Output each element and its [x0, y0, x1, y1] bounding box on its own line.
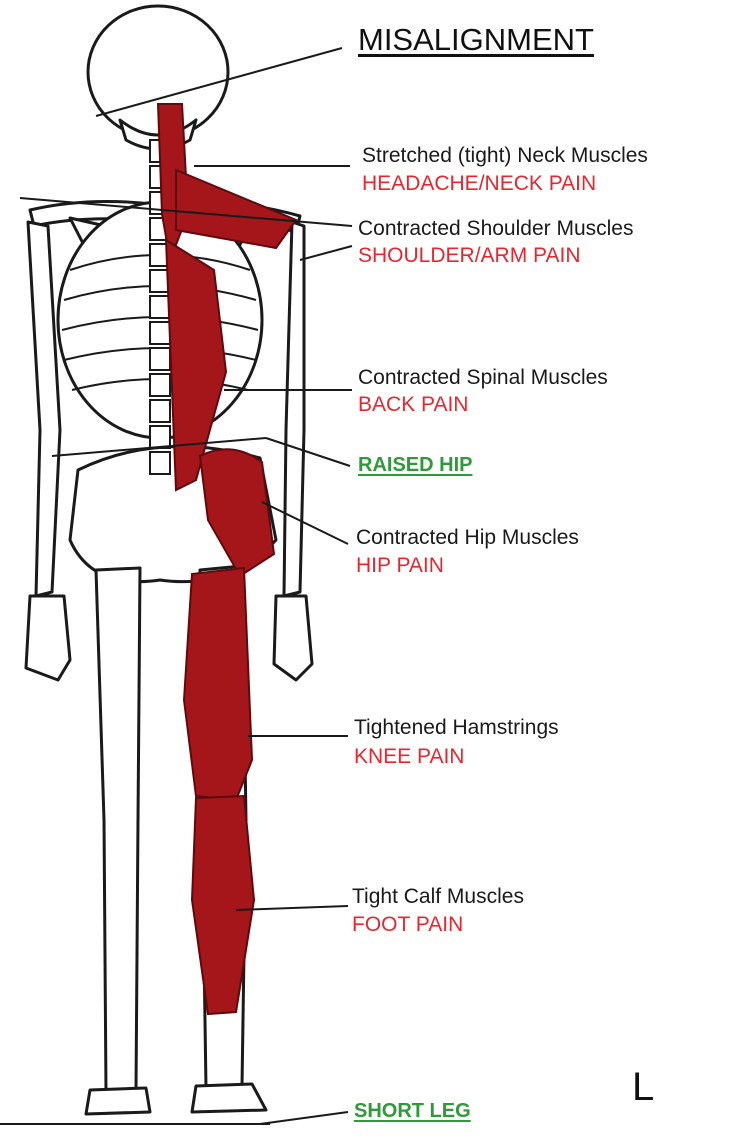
label-hip-pain: HIP PAIN — [356, 554, 444, 578]
label-calf-pain: FOOT PAIN — [352, 913, 463, 937]
arm-right — [284, 222, 304, 596]
label-shoulder-cause: Contracted Shoulder Muscles — [358, 217, 633, 241]
label-short-leg: SHORT LEG — [354, 1100, 471, 1123]
label-neck-cause: Stretched (tight) Neck Muscles — [362, 144, 648, 168]
foot-left — [86, 1088, 150, 1114]
hand-left — [26, 596, 70, 680]
label-calf-cause: Tight Calf Muscles — [352, 885, 524, 909]
label-raised-hip: RAISED HIP — [358, 454, 472, 477]
leg-left — [96, 568, 140, 1092]
hand-right — [274, 596, 312, 680]
side-mark-l: L — [632, 1064, 654, 1110]
label-hamstring-cause: Tightened Hamstrings — [354, 716, 559, 740]
diagram-title: MISALIGNMENT — [358, 22, 594, 58]
label-neck-pain: HEADACHE/NECK PAIN — [362, 172, 596, 196]
arm-left — [28, 222, 60, 596]
hamstring-muscle — [184, 568, 252, 800]
label-spinal-cause: Contracted Spinal Muscles — [358, 366, 608, 390]
label-spinal-pain: BACK PAIN — [358, 393, 468, 417]
label-hamstring-pain: KNEE PAIN — [354, 745, 464, 769]
label-hip-cause: Contracted Hip Muscles — [356, 526, 579, 550]
label-shoulder-pain: SHOULDER/ARM PAIN — [358, 244, 580, 268]
